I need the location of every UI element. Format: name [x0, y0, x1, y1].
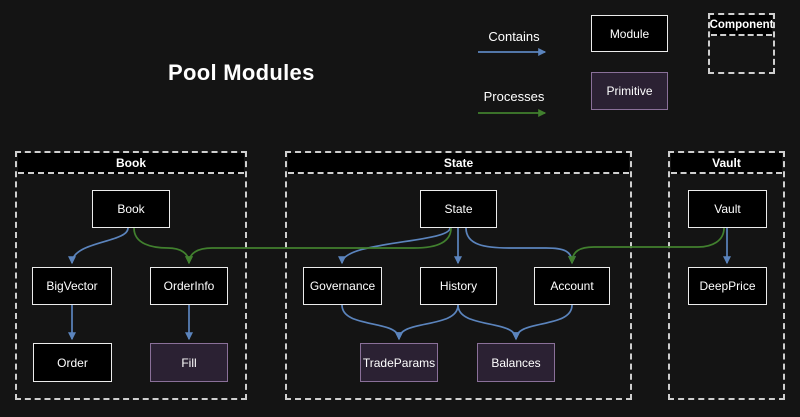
legend-processes-label: Processes: [483, 89, 545, 104]
node-governance-label: Governance: [309, 279, 376, 293]
node-fill: Fill: [150, 343, 228, 382]
legend-component-box: Component: [708, 13, 775, 74]
node-orderinfo-label: OrderInfo: [163, 279, 215, 293]
node-history-label: History: [439, 279, 478, 293]
node-account: Account: [534, 267, 610, 305]
node-balances-label: Balances: [491, 355, 541, 370]
legend-primitive-box: Primitive: [591, 72, 668, 110]
node-book: Book: [92, 190, 170, 228]
node-bigvector: BigVector: [32, 267, 112, 305]
legend-module-box: Module: [591, 15, 668, 52]
node-order-label: Order: [57, 355, 88, 370]
legend-component-label: Component: [710, 15, 773, 36]
legend-contains-label: Contains: [488, 29, 540, 44]
node-bigvector-label: BigVector: [46, 279, 98, 293]
container-vault: Vault: [668, 151, 785, 400]
node-tradeparams: TradeParams: [360, 343, 438, 382]
node-book-label: Book: [117, 202, 145, 216]
node-orderinfo: OrderInfo: [150, 267, 228, 305]
node-balances: Balances: [477, 343, 555, 382]
container-state: State: [285, 151, 632, 400]
node-state-label: State: [444, 202, 473, 216]
container-book-title: Book: [18, 153, 244, 174]
node-state: State: [420, 190, 497, 228]
node-vault-label: Vault: [714, 202, 741, 216]
node-governance: Governance: [303, 267, 382, 305]
node-tradeparams-label: TradeParams: [362, 355, 436, 370]
container-book: Book: [15, 151, 247, 400]
node-deepprice: DeepPrice: [688, 267, 767, 305]
node-fill-label: Fill: [181, 355, 197, 370]
node-vault: Vault: [688, 190, 767, 228]
container-vault-title: Vault: [671, 153, 782, 174]
node-deepprice-label: DeepPrice: [699, 279, 756, 293]
node-account-label: Account: [550, 279, 594, 293]
node-order: Order: [33, 343, 112, 382]
page-title: Pool Modules: [168, 60, 315, 85]
legend-primitive-label: Primitive: [606, 84, 653, 98]
container-state-title: State: [288, 153, 629, 174]
node-history: History: [420, 267, 497, 305]
legend-module-label: Module: [609, 26, 650, 41]
